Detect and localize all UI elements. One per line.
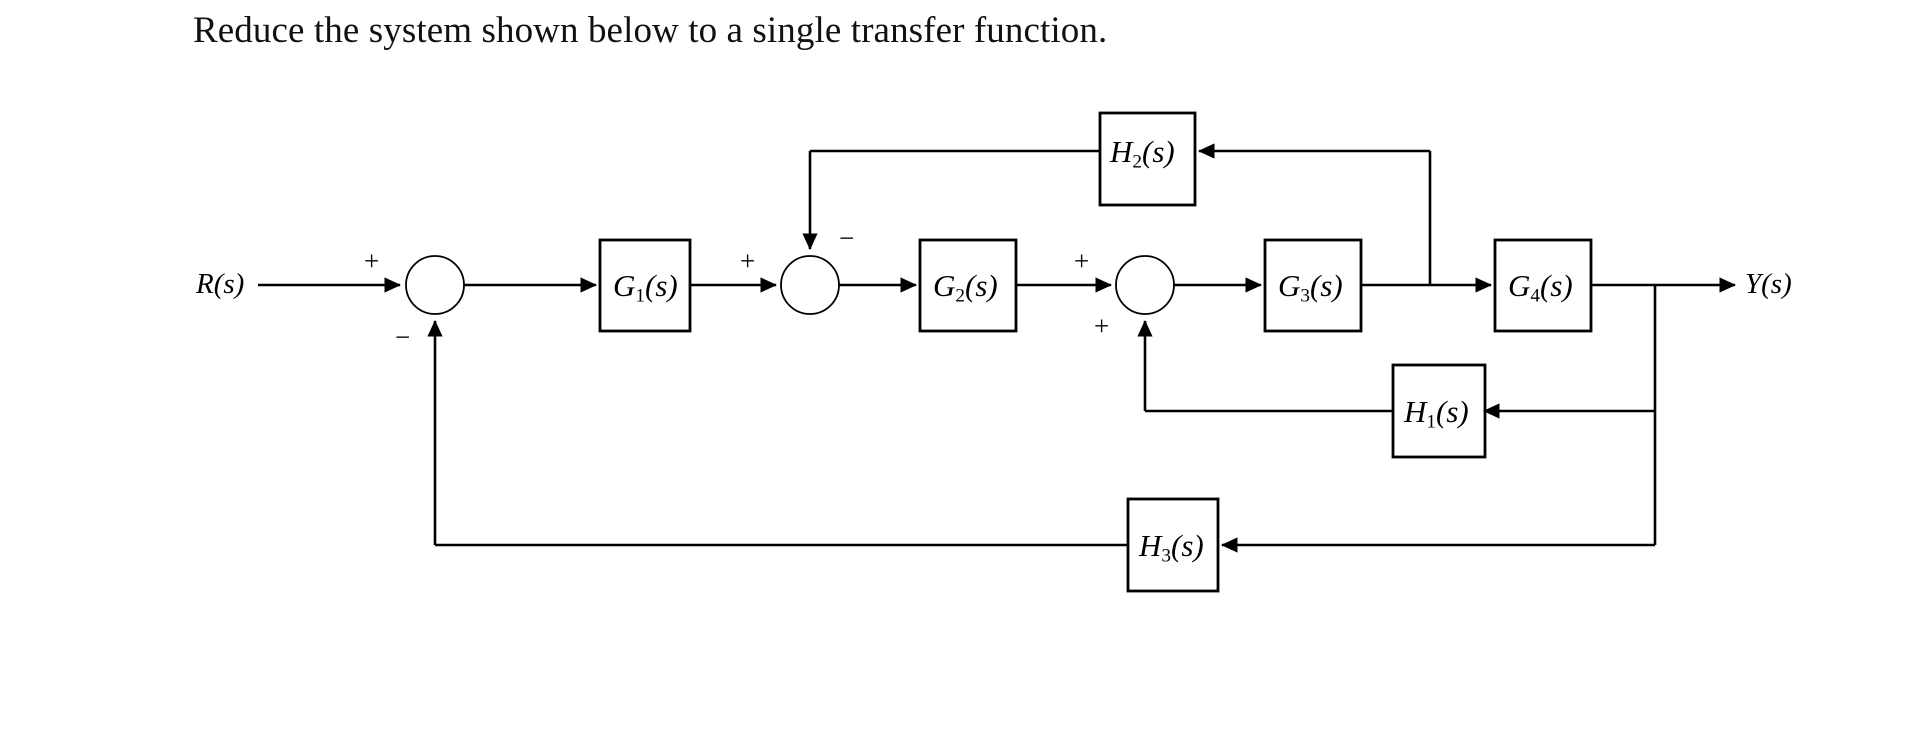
block-g2 (918, 238, 1018, 333)
block-g4 (1493, 238, 1593, 333)
sign-sum2-input-plus: + (740, 246, 756, 276)
summing-junction-1 (405, 255, 465, 315)
block-h2 (1098, 111, 1197, 207)
output-signal-label: Y(s) (1745, 268, 1792, 300)
block-h3 (1126, 497, 1220, 593)
block-g3 (1263, 238, 1363, 333)
sign-sum3-feedback-plus: + (1094, 311, 1110, 341)
input-signal-label: R(s) (196, 268, 245, 300)
block-g1 (598, 238, 692, 333)
sign-sum3-input-plus: + (1074, 246, 1090, 276)
page-title: Reduce the system shown below to a singl… (193, 10, 1108, 51)
sign-sum1-feedback-minus: − (395, 322, 411, 352)
block-h1 (1391, 363, 1487, 459)
summing-junction-2 (780, 255, 840, 315)
sign-sum1-input-plus: + (364, 246, 380, 276)
summing-junction-3 (1115, 255, 1175, 315)
sign-sum2-feedback-minus: − (839, 223, 855, 253)
